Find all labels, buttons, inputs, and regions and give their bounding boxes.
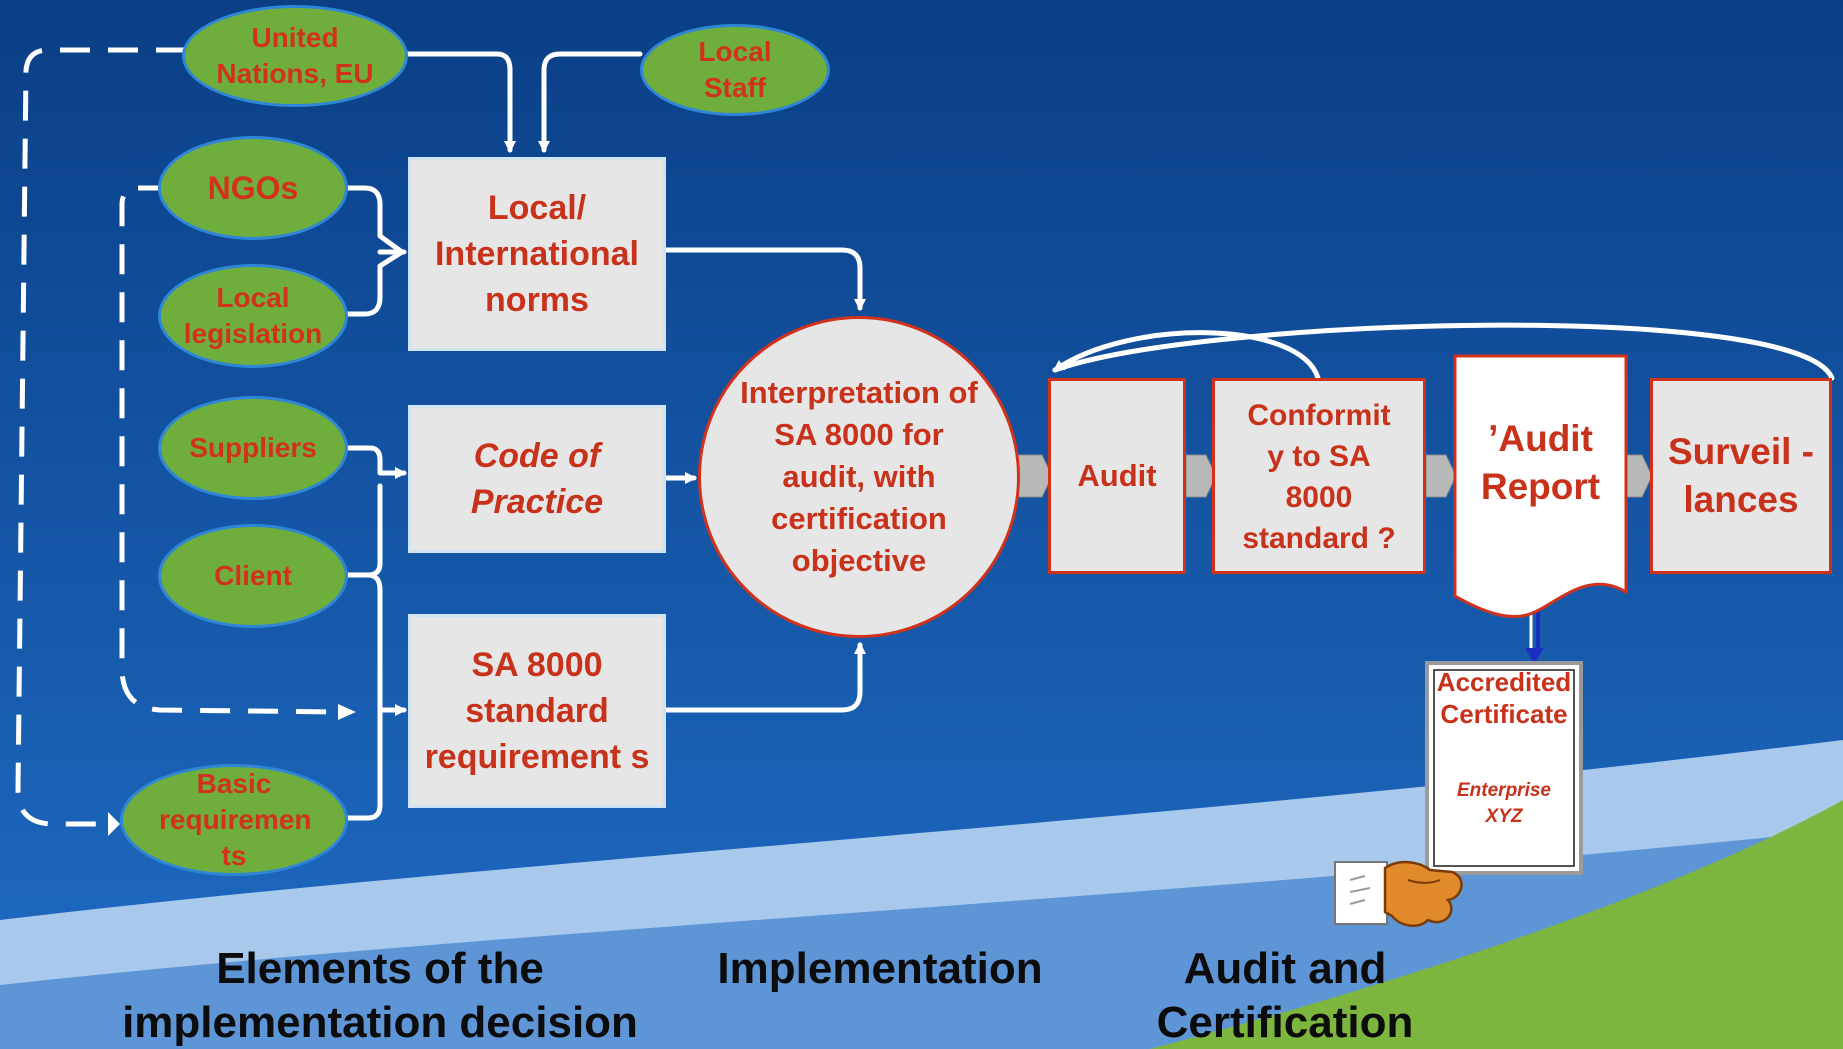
interpretation-circle: Interpretation of SA 8000 for audit, wit…	[698, 316, 1020, 638]
step-audit-report: ’Audit Report	[1455, 395, 1626, 531]
source-un-eu: United Nations, EU	[182, 5, 408, 107]
certificate-shape	[1425, 661, 1583, 875]
caption-implementation: Implementation	[717, 944, 1043, 993]
source-suppliers-label: Suppliers	[189, 432, 317, 463]
connector-staff-to-norms	[538, 51, 643, 153]
loop-surveillances-to-audit	[1052, 322, 1835, 381]
certificate-title: Accredited Certificate	[1436, 667, 1572, 729]
hand-holding-certificate-icon	[1334, 860, 1463, 928]
step-audit-report-label: ’Audit Report	[1480, 418, 1601, 507]
connector-client-to-code	[345, 483, 383, 578]
source-un-eu-label: United Nations, EU	[216, 22, 374, 89]
box-local-international-norms: Local/ International norms	[408, 157, 666, 351]
chevron-conformity-to-report	[1425, 454, 1457, 498]
source-local-legislation: Local legislation	[158, 264, 348, 368]
connector-suppliers-to-code	[345, 445, 407, 479]
caption-audit-certification: Audit and Certification	[1156, 944, 1414, 1047]
source-suppliers: Suppliers	[158, 396, 348, 500]
step-audit: Audit	[1048, 378, 1186, 574]
connector-sa8000-to-interpretation	[663, 642, 866, 713]
step-audit-label: Audit	[1077, 458, 1157, 493]
source-local-staff: Local Staff	[640, 24, 830, 116]
dashed-un-to-basic	[15, 47, 186, 827]
chevron-audit-to-conformity	[1185, 454, 1217, 498]
box-sa8000-label: SA 8000 standard requirement s	[424, 646, 650, 776]
connector-legislation-to-norms	[342, 249, 405, 317]
source-local-staff-label: Local Staff	[698, 36, 772, 103]
source-basic-requirements-label: Basic requiremen ts	[159, 768, 312, 871]
step-surveillances: Surveil - lances	[1650, 378, 1832, 574]
connector-un-to-norms	[405, 51, 516, 153]
connector-client-to-sa8000	[365, 572, 407, 716]
step-conformity: Conformit y to SA 8000 standard ?	[1212, 378, 1426, 574]
caption-elements: Elements of the implementation decision	[122, 944, 638, 1047]
loop-conformity-to-audit	[1052, 330, 1321, 381]
box-code-of-practice: Code of Practice	[408, 405, 666, 553]
box-norms-label: Local/ International norms	[434, 189, 640, 319]
arrow-report-to-certificate	[1525, 648, 1544, 664]
source-basic-requirements: Basic requiremen ts	[120, 764, 348, 876]
connector-basic-to-sa8000	[345, 707, 383, 821]
source-ngos: NGOs	[158, 136, 348, 240]
interpretation-label: Interpretation of SA 8000 for audit, wit…	[740, 375, 978, 578]
source-client: Client	[158, 524, 348, 628]
certificate-holder: Enterprise XYZ	[1457, 780, 1551, 827]
step-surveillances-label: Surveil - lances	[1668, 431, 1814, 520]
audit-report-shape	[1453, 354, 1628, 618]
chevron-interpretation-to-audit	[1017, 454, 1053, 498]
box-sa8000-requirements: SA 8000 standard requirement s	[408, 614, 666, 808]
background-wave-green	[1150, 800, 1843, 1049]
connector-norms-to-interpretation	[663, 247, 866, 311]
source-ngos-label: NGOs	[207, 170, 299, 206]
connector-ngos-to-norms	[342, 185, 405, 255]
chevron-report-to-surveillances	[1623, 454, 1653, 498]
source-client-label: Client	[214, 560, 292, 591]
source-local-legislation-label: Local legislation	[183, 282, 323, 349]
step-conformity-label: Conformit y to SA 8000 standard ?	[1242, 399, 1396, 555]
box-code-label: Code of Practice	[470, 437, 604, 521]
